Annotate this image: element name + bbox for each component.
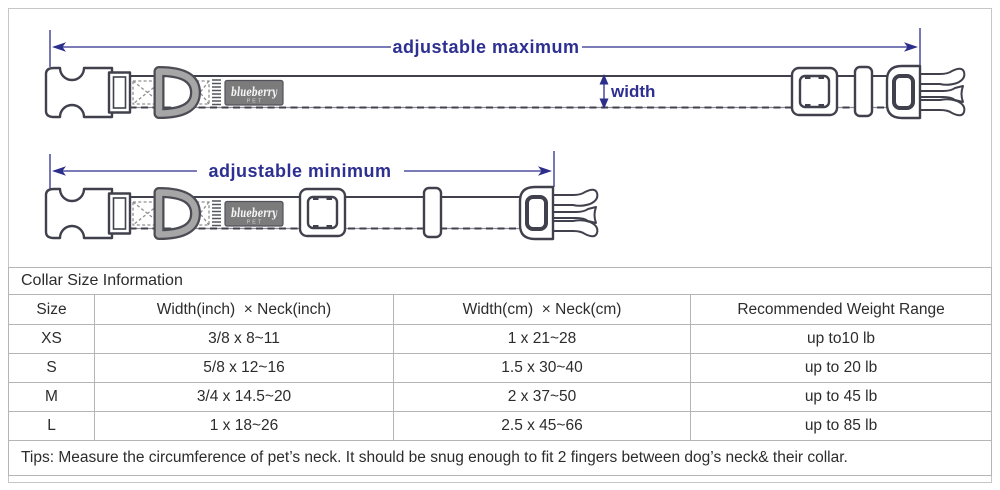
buckle-slot	[107, 192, 132, 235]
table-row-s: S 5/8 x 12~16 1.5 x 30~40 up to 20 lb	[8, 353, 993, 383]
cell-weight: up to 20 lb	[689, 353, 993, 383]
cell-cm: 2.5 x 45~66	[393, 411, 691, 441]
brand-label: blueberry PET	[224, 200, 284, 227]
table-row-xs: XS 3/8 x 8~11 1 x 21~28 up to10 lb	[8, 324, 993, 354]
female-buckle	[44, 66, 114, 119]
table-header-row: Size Width(inch) × Neck(inch) Width(cm) …	[8, 294, 993, 325]
cell-cm: 1.5 x 30~40	[393, 353, 691, 383]
keeper-loop	[422, 186, 443, 239]
d-ring	[153, 187, 201, 240]
table-title: Collar Size Information	[7, 267, 993, 295]
table-title-row: Collar Size Information	[7, 267, 993, 295]
tips-text: Tips: Measure the circumference of pet’s…	[7, 440, 993, 476]
column-header-size: Size	[8, 294, 95, 325]
male-buckle	[518, 185, 599, 241]
brand-sub: PET	[247, 99, 264, 105]
column-header-inch: Width(inch) × Neck(inch)	[94, 294, 394, 325]
cell-size: L	[8, 411, 95, 441]
width-arrow: width	[599, 74, 655, 109]
cell-inch: 5/8 x 12~16	[94, 353, 394, 383]
keeper-loop	[853, 65, 874, 118]
collar-max-right-hardware	[790, 64, 966, 120]
column-header-cm: Width(cm) × Neck(cm)	[393, 294, 691, 325]
cell-weight: up to 45 lb	[689, 382, 993, 412]
brand-label: blueberry PET	[224, 79, 284, 106]
tri-glide-slider	[298, 187, 347, 238]
brand-sub: PET	[247, 220, 264, 226]
female-buckle	[44, 187, 114, 240]
cell-inch: 1 x 18~26	[94, 411, 394, 441]
min-arrow-label: adjustable minimum	[208, 161, 391, 181]
tri-glide-slider	[790, 66, 839, 117]
d-ring	[153, 66, 201, 119]
max-arrow-label: adjustable maximum	[392, 37, 579, 57]
cell-cm: 1 x 21~28	[393, 324, 691, 354]
cell-size: M	[8, 382, 95, 412]
width-arrow-label: width	[610, 82, 655, 101]
male-buckle	[885, 64, 966, 120]
bartack-stitch	[212, 200, 221, 227]
table-row-m: M 3/4 x 14.5~20 2 x 37~50 up to 45 lb	[8, 382, 993, 412]
cell-size: XS	[8, 324, 95, 354]
collar-max-left-assembly: blueberry PET	[44, 66, 284, 119]
cell-weight: up to10 lb	[689, 324, 993, 354]
max-arrow: adjustable maximum	[49, 28, 921, 67]
table-row-l: L 1 x 18~26 2.5 x 45~66 up to 85 lb	[8, 411, 993, 441]
bartack-stitch	[212, 79, 221, 106]
cell-size: S	[8, 353, 95, 383]
table-tips-row: Tips: Measure the circumference of pet’s…	[7, 440, 993, 476]
brand-name: blueberry	[231, 84, 277, 99]
collar-min-right-hardware	[298, 185, 599, 241]
cell-cm: 2 x 37~50	[393, 382, 691, 412]
column-header-weight: Recommended Weight Range	[689, 294, 993, 325]
cell-inch: 3/8 x 8~11	[94, 324, 394, 354]
collar-diagrams: adjustable maximum width	[44, 28, 966, 241]
collar-max-strap	[118, 75, 890, 109]
buckle-slot	[107, 71, 132, 114]
cell-weight: up to 85 lb	[689, 411, 993, 441]
collar-size-table: Collar Size Information Size Width(inch)…	[7, 267, 993, 476]
cell-inch: 3/4 x 14.5~20	[94, 382, 394, 412]
brand-name: blueberry	[231, 205, 277, 220]
collar-min-left-assembly: blueberry PET	[44, 187, 284, 240]
min-arrow: adjustable minimum	[49, 151, 555, 192]
